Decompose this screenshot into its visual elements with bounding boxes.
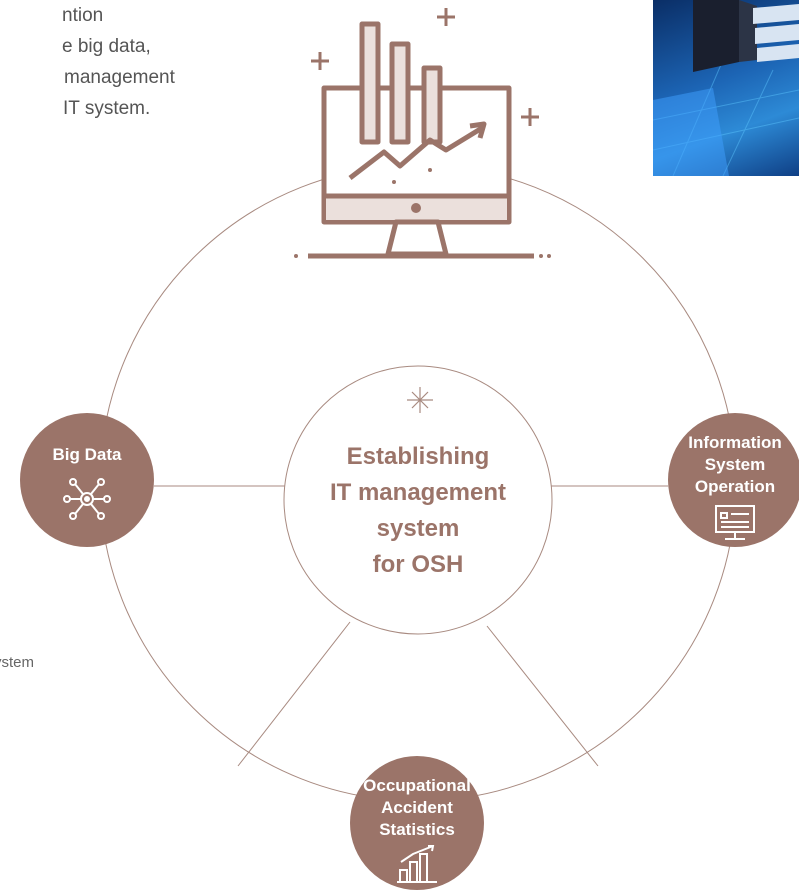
node-information-system-operation: Information System Operation [668, 413, 799, 547]
connector-lines [154, 485, 668, 767]
intro-line: IT system. [63, 98, 151, 119]
server-rack-icon [653, 0, 799, 176]
node-label: Information [688, 433, 782, 452]
bar-chart-icon [397, 845, 437, 883]
node-label: Big Data [52, 445, 122, 464]
center-title-line: for OSH [372, 551, 464, 578]
center-title-line: system [376, 515, 460, 542]
intro-line: management [64, 67, 175, 88]
center-title-line: Establishing [346, 443, 490, 470]
network-hub-icon [63, 478, 111, 520]
intro-text: ntion e big data, management IT system. [0, 0, 200, 124]
intro-line: ntion [62, 5, 104, 26]
node-label: Accident [381, 798, 453, 817]
node-label: Operation [694, 477, 776, 496]
intro-line: e big data, [62, 36, 151, 57]
node-label: System [704, 455, 766, 474]
node-occupational-accident-statistics: Occupational Accident Statistics [350, 756, 484, 890]
monitor-rising-chart-icon [294, 8, 551, 259]
sparkle-icon [407, 387, 433, 413]
center-title: Establishing IT management system for OS… [286, 386, 550, 614]
node-label: Occupational [363, 776, 471, 795]
node-big-data: Big Data [20, 413, 154, 547]
monitor-document-icon [715, 505, 755, 540]
side-caption: ystem [0, 654, 35, 671]
center-title-line: IT management [329, 479, 507, 506]
server-photo [653, 0, 799, 176]
center-circle [283, 365, 553, 635]
node-label: Statistics [379, 820, 455, 839]
